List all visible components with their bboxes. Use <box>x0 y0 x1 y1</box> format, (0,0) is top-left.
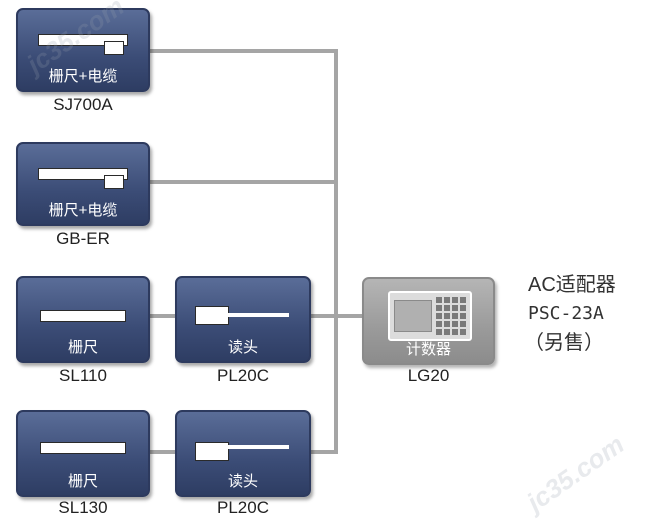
box-label: 栅尺+电缆 <box>48 68 118 85</box>
scale-box-sl130: 栅尺 <box>16 410 150 497</box>
watermark-text: jc35.com <box>521 428 630 518</box>
model-caption: LG20 <box>407 366 450 385</box>
readhead-body-icon <box>195 442 229 461</box>
model-caption: GB-ER <box>56 229 110 248</box>
wire-bus-vertical <box>334 49 338 454</box>
display-panel-icon <box>394 300 432 332</box>
ac-adapter-note: （另售） <box>524 332 604 354</box>
model-caption: SJ700A <box>53 95 113 114</box>
counter-box: 计数器 <box>362 277 495 365</box>
scale-strip-icon <box>40 310 126 322</box>
box-label: 读头 <box>227 473 258 490</box>
model-caption: PL20C <box>217 366 269 385</box>
keypad-icon <box>436 297 466 335</box>
box-label: 栅尺 <box>67 473 98 490</box>
wire-readhead2-to-bus <box>311 450 338 454</box>
wire-sl110-to-readhead <box>150 314 176 318</box>
counter-screen-icon <box>388 291 472 341</box>
model-caption: SL130 <box>58 498 108 517</box>
scale-cable-box-gb-er: 栅尺+电缆 <box>16 142 150 226</box>
box-label: 计数器 <box>405 341 451 358</box>
ac-adapter-model: PSC-23A <box>528 303 604 324</box>
readhead-cable-icon <box>227 445 289 449</box>
scale-strip-icon <box>40 442 126 454</box>
readhead-cable-icon <box>227 313 289 317</box>
wire-readhead1-to-counter <box>311 314 363 318</box>
model-caption: PL20C <box>217 498 269 517</box>
scale-box-sl110: 栅尺 <box>16 276 150 363</box>
cable-connector-icon <box>104 175 124 189</box>
box-label: 栅尺 <box>67 339 98 356</box>
scale-cable-box-sj700a: 栅尺+电缆 <box>16 8 150 92</box>
readhead-body-icon <box>195 306 229 325</box>
wire-sl130-to-readhead <box>150 450 176 454</box>
box-label: 读头 <box>227 339 258 356</box>
box-label: 栅尺+电缆 <box>48 202 118 219</box>
ac-adapter-title: AC适配器 <box>528 274 616 296</box>
model-caption: SL110 <box>59 366 107 385</box>
readhead-box: 读头 <box>175 410 311 497</box>
wire-gb-er <box>150 180 338 184</box>
readhead-box: 读头 <box>175 276 311 363</box>
cable-connector-icon <box>104 41 124 55</box>
wire-sj700a <box>150 49 338 53</box>
